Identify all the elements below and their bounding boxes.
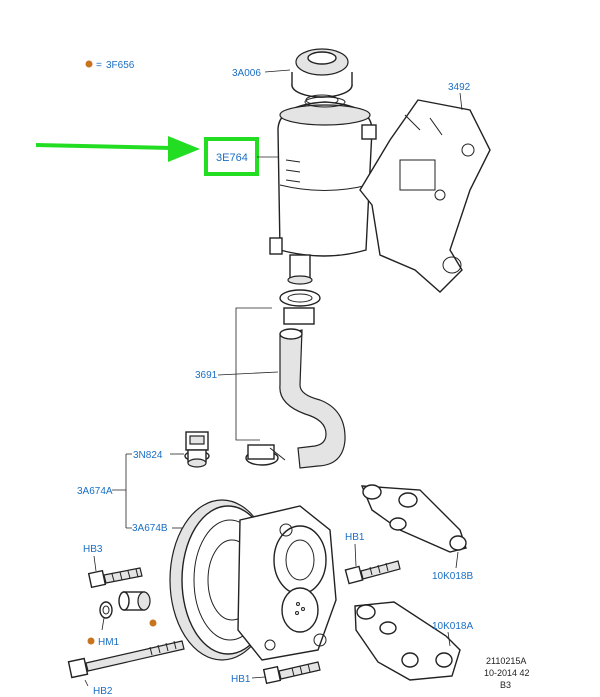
label-hb1-upper: HB1 bbox=[345, 532, 365, 543]
label-bracket-b: 10K018B bbox=[432, 571, 473, 582]
seal-washer[interactable] bbox=[99, 601, 113, 619]
diagram-ref-line3: B3 bbox=[500, 680, 511, 690]
legend-equals: = bbox=[96, 60, 102, 71]
label-hb1-lower: HB1 bbox=[231, 674, 251, 685]
highlight-box bbox=[204, 137, 259, 176]
pressure-sensor[interactable] bbox=[184, 431, 210, 468]
label-cap: 3A006 bbox=[232, 68, 261, 79]
legend-marker-dot bbox=[85, 60, 93, 68]
label-hose: 3691 bbox=[195, 370, 218, 381]
highlight-arrow-shaft bbox=[35, 143, 173, 150]
label-bracket-a: 10K018A bbox=[432, 621, 473, 632]
power-steering-pump[interactable] bbox=[169, 499, 337, 661]
hose-clamp-lower[interactable] bbox=[245, 444, 286, 466]
label-pump: 3A674B bbox=[132, 523, 168, 534]
hose[interactable] bbox=[279, 328, 346, 469]
reservoir-bracket[interactable] bbox=[359, 99, 491, 293]
label-sensor-group: 3A674A bbox=[77, 486, 113, 497]
bolt-hb2[interactable] bbox=[67, 640, 185, 679]
label-hb3: HB3 bbox=[83, 544, 103, 555]
bolt-hb3[interactable] bbox=[87, 567, 143, 589]
bolt-hb1-upper[interactable] bbox=[344, 560, 401, 585]
bolt-hb1-lower[interactable] bbox=[262, 661, 321, 685]
label-bracket: 3492 bbox=[448, 82, 471, 93]
label-legend-code: 3F656 bbox=[106, 60, 135, 71]
label-hb2: HB2 bbox=[93, 686, 113, 697]
label-hm1: HM1 bbox=[98, 637, 120, 648]
marker-dot-hm1 bbox=[87, 637, 95, 645]
diagram-ref-line2: 10-2014 42 bbox=[484, 668, 530, 678]
highlight-arrow-head bbox=[168, 136, 200, 162]
label-sensor: 3N824 bbox=[133, 450, 163, 461]
hose-clamp-upper[interactable] bbox=[279, 289, 321, 325]
pump-bracket-b[interactable] bbox=[360, 484, 467, 553]
marker-dot-fitting bbox=[149, 619, 157, 627]
label-reservoir: 3E764 bbox=[216, 152, 248, 164]
diagram-ref-line1: 2110215A bbox=[486, 656, 526, 666]
reservoir[interactable] bbox=[269, 96, 377, 285]
union-fitting[interactable] bbox=[118, 591, 151, 611]
pump-bracket-a[interactable] bbox=[354, 601, 461, 681]
